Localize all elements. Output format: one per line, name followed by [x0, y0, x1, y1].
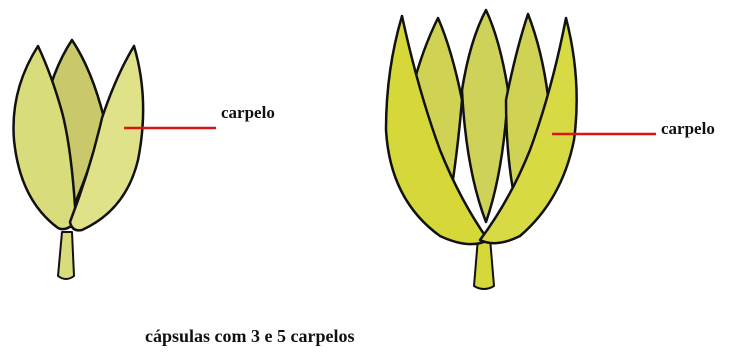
carpel-back-2: [460, 8, 510, 224]
carpel-front-right: [478, 16, 578, 245]
carpel-front-left: [384, 14, 490, 246]
stalk-right: [473, 237, 495, 290]
carpel-left-outer: [12, 44, 78, 231]
carpel-right-outer: [68, 44, 145, 232]
carpel-label-right: carpelo: [661, 119, 715, 138]
capsule-five-carpels: [384, 8, 656, 290]
carpel-label-left: carpelo: [221, 103, 275, 122]
capsule-three-carpels: [12, 38, 216, 280]
stalk-left: [57, 231, 75, 280]
figure-caption: cápsulas com 3 e 5 carpelos: [145, 326, 355, 346]
